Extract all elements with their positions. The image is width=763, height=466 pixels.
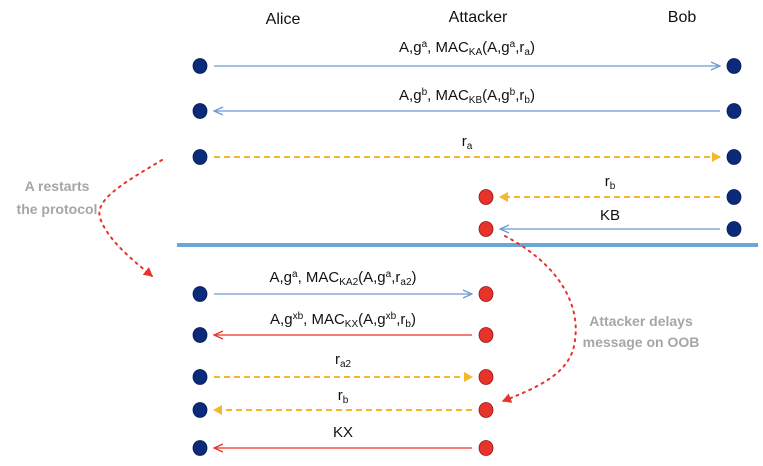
messages-layer: A,ga, MACKA(A,ga,ra) A,gb, MACKB(A,gb,rb)…	[213, 39, 721, 448]
lifeline-node-alice	[192, 103, 208, 119]
lifeline-node-bob	[726, 189, 742, 205]
message-label: A,ga, MACKA(A,ga,ra)	[399, 39, 535, 58]
restart-note-line-1: A restarts	[25, 178, 90, 194]
actor-bob-label: Bob	[668, 9, 697, 26]
restart-curve	[98, 159, 163, 277]
delay-curve	[502, 235, 577, 403]
lifeline-node-alice	[192, 369, 208, 385]
lifeline-node-alice	[192, 440, 208, 456]
message-label: KB	[600, 207, 620, 224]
lifeline-node-bob	[726, 149, 742, 165]
message-label: A,gxb, MACKX(A,gxb,rb)	[270, 311, 416, 330]
lifeline-node-bob	[726, 103, 742, 119]
message-label: ra2	[335, 351, 352, 370]
actor-attacker-label: Attacker	[449, 9, 508, 26]
lifeline-node-attacker	[478, 189, 494, 205]
message-label: rb	[605, 173, 616, 192]
message-label: A,gb, MACKB(A,gb,rb)	[399, 87, 535, 106]
message-label: rb	[338, 387, 349, 406]
message-label: KX	[333, 424, 353, 441]
delay-note-line-2: message on OOB	[583, 334, 700, 350]
message-label: ra	[462, 133, 473, 152]
lifeline-node-alice	[192, 58, 208, 74]
lifeline-node-attacker	[478, 369, 494, 385]
lifeline-node-attacker	[478, 221, 494, 237]
lifeline-node-bob	[726, 58, 742, 74]
lifeline-node-attacker	[478, 402, 494, 418]
lifeline-node-attacker	[478, 440, 494, 456]
lifeline-node-alice	[192, 286, 208, 302]
delay-note-line-1: Attacker delays	[589, 313, 693, 329]
message-label: A,ga, MACKA2(A,ga,ra2)	[269, 269, 416, 288]
lifeline-node-bob	[726, 221, 742, 237]
lifeline-node-alice	[192, 402, 208, 418]
lifeline-node-attacker	[478, 286, 494, 302]
nodes-layer	[192, 58, 742, 456]
lifeline-node-alice	[192, 327, 208, 343]
lifeline-node-attacker	[478, 327, 494, 343]
lifeline-node-alice	[192, 149, 208, 165]
restart-note-line-2: the protocol	[17, 201, 98, 217]
actor-alice-label: Alice	[266, 11, 301, 28]
